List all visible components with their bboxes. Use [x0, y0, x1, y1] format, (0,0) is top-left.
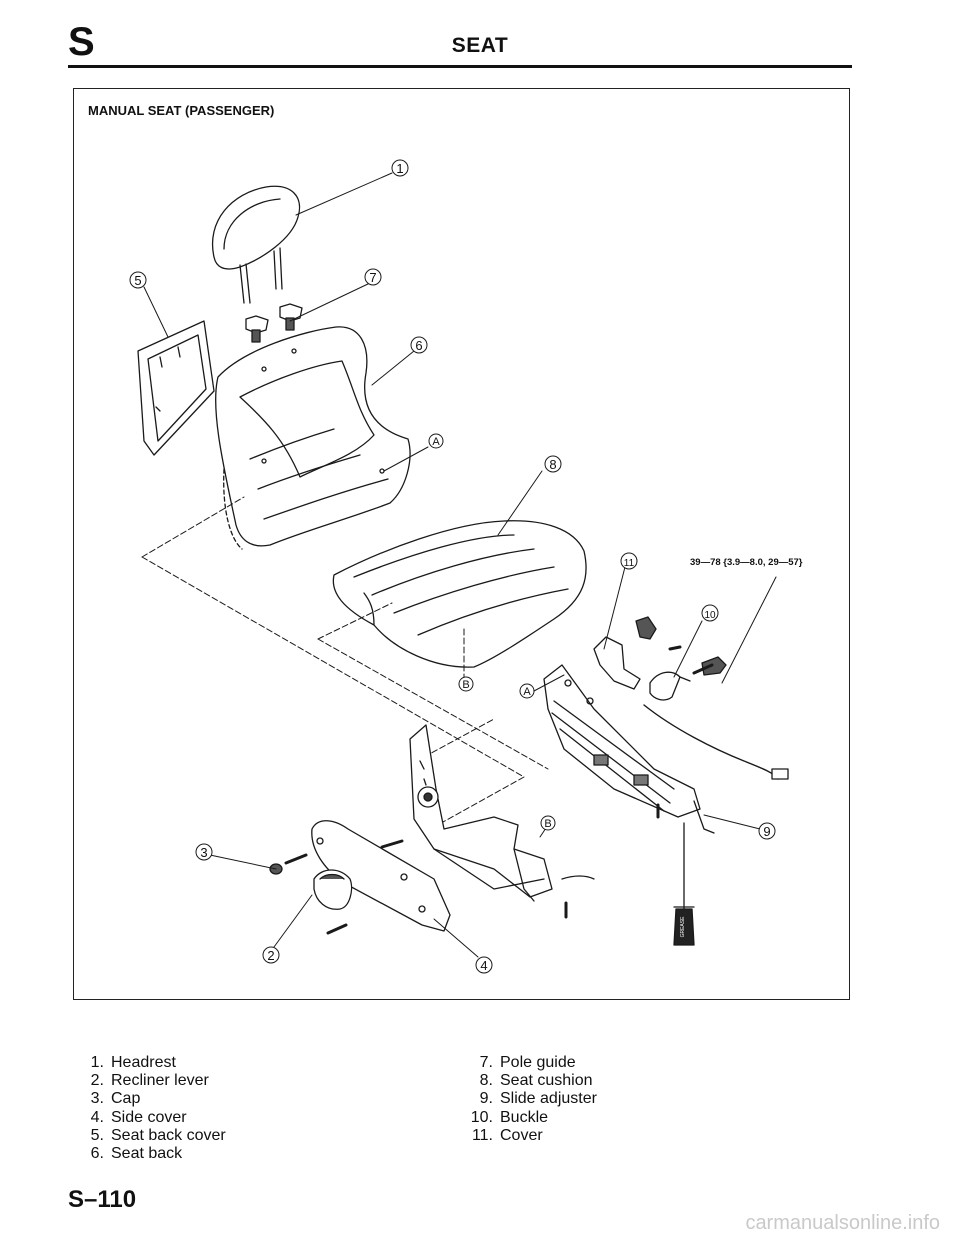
callout-8: 8	[549, 457, 556, 472]
legend-label: Seat back	[111, 1145, 183, 1163]
callout-10: 10	[704, 610, 716, 621]
exploded-seat-diagram: 1 5 7 6 8 11 10 9 3 2 4 A A B B 39—78 {3…	[129, 159, 803, 974]
legend-label: Pole guide	[500, 1054, 576, 1071]
legend-item: 2. Recliner lever	[77, 1072, 226, 1090]
recliner-frame-part	[409, 724, 595, 902]
slide-adjuster-part	[543, 664, 715, 834]
callout-circle	[475, 956, 493, 974]
callout-circle	[129, 271, 147, 289]
ref-mark-a: A	[432, 436, 440, 448]
bolts	[284, 645, 714, 935]
callout-4: 4	[480, 958, 487, 973]
callout-circle	[364, 268, 382, 286]
callout-11: 11	[624, 558, 635, 569]
legend-label: Side cover	[111, 1108, 187, 1126]
legend-num: 11.	[471, 1126, 493, 1144]
legend-num: 2.	[90, 1072, 104, 1090]
legend-num: 5.	[90, 1126, 104, 1144]
legend-item: 10. Buckle	[466, 1109, 597, 1127]
legend-num: 8.	[479, 1072, 493, 1090]
parts-legend-col-1: 1. Headrest 2. Recliner lever 3. Cap 4. Side…	[77, 1054, 226, 1163]
callout-circle	[391, 159, 409, 177]
legend-num: 7.	[479, 1054, 493, 1071]
legend-label: Slide adjuster	[500, 1090, 597, 1108]
callout-9: 9	[763, 824, 770, 839]
parts-legend-col-2: 7. Pole guide 8. Seat cushion 9. Slide adju…	[466, 1054, 597, 1145]
legend-item: 9. Slide adjuster	[466, 1090, 597, 1108]
callout-circle	[195, 843, 213, 861]
side-cover-part	[311, 820, 451, 932]
legend-item: 4. Side cover	[77, 1109, 226, 1127]
legend-num: 6.	[90, 1145, 104, 1163]
legend-label: Cap	[111, 1090, 141, 1108]
leader-lines	[143, 172, 777, 958]
callout-7: 7	[369, 270, 376, 285]
legend-label: Cover	[500, 1126, 543, 1144]
page-number: S–110	[68, 1186, 137, 1213]
figure-title: MANUAL SEAT (PASSENGER)	[88, 103, 275, 118]
header-rule	[68, 65, 852, 68]
section-title: SEAT	[451, 34, 509, 57]
seat-back-part	[215, 326, 411, 550]
ref-mark-a: A	[523, 686, 531, 698]
cover-part	[593, 616, 657, 690]
legend-item: 8. Seat cushion	[466, 1072, 597, 1090]
callout-6: 6	[415, 338, 422, 353]
callout-circle	[540, 815, 556, 831]
callout-circle	[519, 683, 535, 699]
legend-num: 10.	[470, 1108, 493, 1126]
seat-back-cover-part	[137, 320, 215, 456]
torque-spec: 39—78 {3.9—8.0, 29—57}	[690, 557, 803, 568]
callout-3: 3	[200, 845, 207, 860]
callout-circle	[758, 822, 776, 840]
recliner-lever-part	[313, 869, 353, 910]
seat-cushion-part	[332, 520, 587, 668]
callout-circle	[544, 455, 562, 473]
callout-circle	[410, 336, 428, 354]
buckle-part	[643, 656, 789, 780]
legend-num: 1.	[90, 1054, 104, 1071]
alignment-dashed-lines	[141, 496, 549, 828]
legend-label: Seat cushion	[500, 1072, 593, 1090]
callout-1: 1	[396, 161, 403, 176]
ref-mark-b: B	[544, 818, 551, 830]
legend-label: Headrest	[111, 1054, 176, 1071]
figure-frame: MANUAL SEAT (PASSENGER)	[73, 88, 850, 1000]
callout-circle	[262, 946, 280, 964]
legend-num: 9.	[479, 1090, 493, 1108]
ref-mark-b: B	[462, 679, 469, 691]
grease-tube	[673, 822, 695, 946]
headrest-part	[211, 185, 301, 304]
legend-item: 1. Headrest	[77, 1054, 226, 1072]
legend-item: 6. Seat back	[77, 1145, 226, 1163]
callout-5: 5	[134, 273, 141, 288]
callout-circle	[620, 552, 638, 570]
grease-label: GREASE	[680, 916, 686, 938]
callout-2: 2	[267, 948, 274, 963]
legend-num: 4.	[90, 1108, 104, 1126]
watermark: carmanualsonline.info	[745, 1212, 940, 1234]
legend-label: Recliner lever	[111, 1072, 209, 1090]
legend-item: 5. Seat back cover	[77, 1127, 226, 1145]
section-letter: S	[68, 20, 95, 64]
legend-item: 11. Cover	[466, 1127, 597, 1145]
pole-guide-parts	[245, 303, 303, 343]
legend-label: Seat back cover	[111, 1126, 226, 1144]
legend-item: 7. Pole guide	[466, 1054, 597, 1072]
legend-label: Buckle	[500, 1108, 549, 1126]
callout-circle	[458, 676, 474, 692]
legend-num: 3.	[90, 1090, 104, 1108]
legend-item: 3. Cap	[77, 1090, 226, 1108]
callout-circle	[701, 604, 719, 622]
callout-circle	[428, 433, 444, 449]
